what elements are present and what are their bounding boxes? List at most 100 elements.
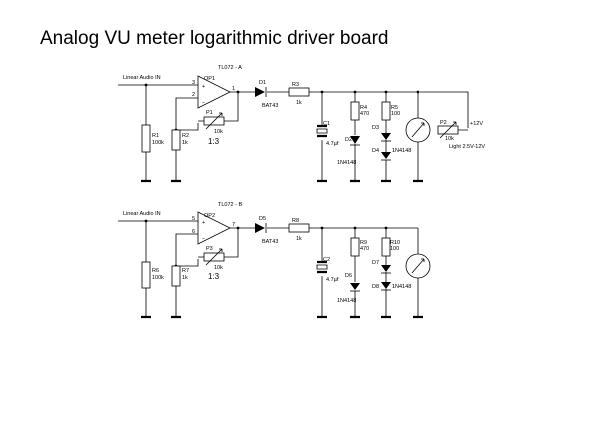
junction-dot bbox=[384, 226, 388, 230]
resistor-ref: R7 bbox=[182, 268, 189, 274]
input-label: Linear Audio IN bbox=[123, 211, 161, 217]
capacitor-value: 4.7µf bbox=[326, 141, 339, 147]
pot-ref: P2 bbox=[440, 120, 447, 126]
resistor-r1 bbox=[141, 124, 151, 153]
opamp-minus-sign: − bbox=[202, 100, 205, 106]
resistor-ref: R8 bbox=[292, 218, 299, 224]
resistor-ref: R1 bbox=[152, 133, 159, 139]
resistor-value: 100k bbox=[152, 275, 164, 281]
diagram-title: Analog VU meter logarithmic driver board bbox=[40, 28, 389, 49]
resistor-r8 bbox=[288, 223, 310, 233]
resistor-ref: R10 bbox=[390, 240, 400, 246]
pin-label: 3 bbox=[192, 80, 195, 86]
opamp-package-label: TL072 - B bbox=[218, 202, 242, 208]
resistor-r6 bbox=[141, 261, 151, 289]
opamp-plus-sign: + bbox=[202, 220, 205, 226]
diode-d1 bbox=[255, 87, 265, 97]
capacitor-ref: C1 bbox=[323, 121, 330, 127]
resistor-value: 100 bbox=[390, 246, 399, 252]
input-label: Linear Audio IN bbox=[123, 75, 161, 81]
circuit-b: + − Linear Audio IN TL072 - B OP2 5 6 7 … bbox=[118, 202, 431, 319]
diode-d5 bbox=[255, 223, 265, 233]
pot-value: 10k bbox=[214, 265, 223, 271]
diode-value: 1N4148 bbox=[392, 148, 411, 154]
resistor-value: 1k bbox=[182, 275, 188, 281]
diode-value: 1N4148 bbox=[337, 160, 356, 166]
diode-d6 bbox=[350, 283, 360, 290]
supply-label: +12V bbox=[470, 121, 483, 127]
pin-label: 7 bbox=[232, 222, 235, 228]
resistor-value: 1k bbox=[296, 100, 302, 106]
diode-d7 bbox=[381, 265, 391, 272]
opamp-package-label: TL072 - A bbox=[218, 65, 242, 71]
diode-d3 bbox=[381, 133, 391, 140]
resistor-r5 bbox=[381, 101, 391, 121]
pot-ref: P1 bbox=[206, 110, 213, 116]
capacitor-value: 4.7µf bbox=[326, 277, 339, 283]
resistor-ref: R2 bbox=[182, 133, 189, 139]
junction-dot bbox=[353, 90, 357, 94]
pin-label: 6 bbox=[192, 229, 195, 235]
opamp-plus-sign: + bbox=[202, 84, 205, 90]
resistor-r3 bbox=[288, 87, 310, 97]
pin-label: 1 bbox=[232, 86, 235, 92]
resistor-ref: R6 bbox=[152, 268, 159, 274]
resistor-value: 470 bbox=[360, 111, 369, 117]
resistor-value: 1k bbox=[296, 236, 302, 242]
junction-dot bbox=[416, 90, 420, 94]
wire bbox=[267, 91, 469, 131]
opamp-ref-label: OP1 bbox=[204, 76, 215, 82]
pin-label: 2 bbox=[192, 92, 195, 98]
diode-ref: D1 bbox=[259, 80, 266, 86]
opamp-symbol bbox=[197, 211, 231, 245]
diode-d2 bbox=[350, 136, 360, 144]
resistor-ref: R4 bbox=[360, 105, 367, 111]
resistor-ref: R3 bbox=[292, 82, 299, 88]
junction-dot bbox=[236, 226, 240, 230]
junction-dot bbox=[353, 226, 357, 230]
junction-dot bbox=[236, 90, 240, 94]
junction-dot bbox=[320, 226, 324, 230]
diode-ref: D7 bbox=[372, 260, 379, 266]
resistor-ref: R9 bbox=[360, 240, 367, 246]
resistor-value: 470 bbox=[360, 246, 369, 252]
pot-arrow bbox=[439, 121, 457, 139]
diode-value: 1N4148 bbox=[337, 298, 356, 304]
resistor-r2 bbox=[171, 129, 181, 151]
junction-dot bbox=[144, 83, 148, 87]
pot-arrow bbox=[205, 248, 223, 266]
wire bbox=[175, 97, 199, 180]
wire bbox=[118, 220, 198, 316]
diode-ref: D6 bbox=[345, 273, 352, 279]
diode-value: BAT43 bbox=[262, 103, 278, 109]
capacitor-c2 bbox=[317, 260, 327, 274]
junction-dot bbox=[320, 90, 324, 94]
pin-label: 5 bbox=[192, 216, 195, 222]
resistor-r10 bbox=[381, 237, 391, 257]
wire bbox=[175, 233, 199, 316]
capacitor-ref: C2 bbox=[323, 257, 330, 263]
resistor-value: 100k bbox=[152, 140, 164, 146]
diode-ref: D2 bbox=[345, 137, 352, 143]
pot-arrow bbox=[205, 112, 223, 130]
resistor-r4 bbox=[350, 101, 360, 121]
opamp-ref-label: OP2 bbox=[204, 213, 215, 219]
diode-ref: D5 bbox=[259, 216, 266, 222]
resistor-value: 1k bbox=[182, 140, 188, 146]
circuit-a: + − Linear Audio IN bbox=[118, 65, 485, 183]
diode-value: 1N4148 bbox=[392, 284, 411, 290]
pot-value: 10k bbox=[214, 129, 223, 135]
resistor-ref: R5 bbox=[391, 105, 398, 111]
gain-ratio: 1:3 bbox=[208, 272, 220, 281]
pot-value: 10k bbox=[445, 136, 454, 142]
wire bbox=[118, 84, 198, 180]
light-label: Light 2.5V-12V bbox=[449, 144, 485, 150]
diode-value: BAT43 bbox=[262, 239, 278, 245]
resistor-value: 100 bbox=[391, 111, 400, 117]
meter-needle bbox=[411, 258, 425, 274]
capacitor-c2-body bbox=[316, 264, 328, 270]
diode-d8 bbox=[381, 282, 391, 289]
diode-ref: D8 bbox=[372, 284, 379, 290]
diode-ref: D4 bbox=[372, 148, 379, 154]
